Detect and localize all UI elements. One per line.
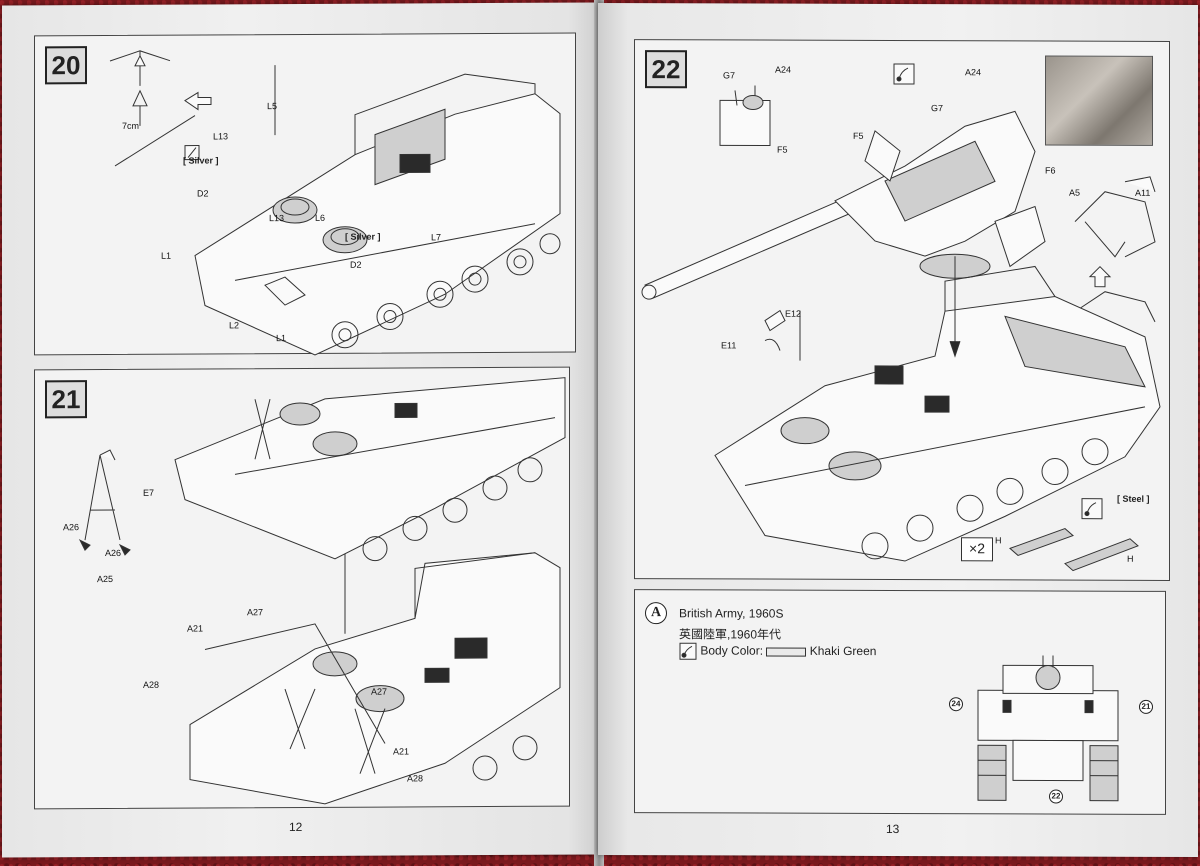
page-number-left: 12: [289, 819, 303, 835]
paint-steel: [ Steel ]: [1117, 493, 1150, 504]
label-l1-a: L1: [161, 250, 172, 261]
arrow-icon: [184, 91, 212, 111]
label-a24-b: A24: [965, 67, 982, 78]
left-page: 20 7cm: [2, 2, 598, 858]
hull-drawing-step21-top: [174, 377, 566, 562]
paint-brush-icon: [1081, 498, 1103, 520]
multiplier-text: ×2: [969, 540, 985, 557]
body-color-row: Body Color: Khaki Green: [679, 642, 876, 661]
label-a21-a: A21: [187, 623, 204, 634]
gun-assembly-drawing: [641, 110, 1046, 300]
decal-marker-22: 22: [1049, 789, 1063, 804]
multiplier-badge: ×2: [961, 537, 993, 562]
label-l1-b: L1: [276, 333, 287, 344]
paint-scheme-a-panel: A British Army, 1960S 英國陸軍,1960年代 Body C…: [634, 589, 1166, 815]
seven-cm-label: 7cm: [122, 120, 140, 131]
step-number: 22: [645, 50, 687, 89]
label-a27-b: A27: [371, 686, 388, 697]
label-l13-b: L13: [269, 213, 285, 224]
label-a26-b: A26: [105, 547, 122, 559]
hull-drawing-step20: [194, 65, 561, 356]
scheme-title-zh: 英國陸軍,1960年代: [679, 627, 782, 642]
decal-marker-24: 24: [949, 697, 963, 712]
paint-brush-icon: [893, 63, 915, 85]
label-a26-a: A26: [63, 522, 80, 533]
label-e7: E7: [143, 487, 155, 498]
hull-drawing-step22: [714, 256, 1161, 562]
label-a11: A11: [1135, 187, 1151, 198]
label-l13: L13: [213, 131, 229, 142]
decal-marker-21: 21: [1139, 699, 1153, 714]
label-a28-a: A28: [143, 679, 160, 690]
tripod-part-diagram: [78, 449, 131, 556]
hull-drawing-step21-bottom: [189, 552, 561, 805]
paint-silver-2: [ Silver ]: [345, 231, 381, 242]
cement-tool-diagram: [109, 50, 200, 167]
step-20-panel: 20 7cm: [34, 32, 576, 356]
step-22-panel: 22 G7 A24 F5 A24 G7 F5 F6: [634, 39, 1170, 581]
scheme-badge: A: [645, 602, 667, 625]
step-21-panel: 21 E7 A26 A26 A25: [34, 366, 570, 810]
label-l6: L6: [315, 212, 326, 223]
step-number: 21: [45, 380, 87, 419]
label-a28-b: A28: [407, 773, 424, 784]
page-number-right: 13: [886, 821, 900, 837]
track-link-parts: [1009, 528, 1139, 572]
khaki-green-swatch: [766, 647, 807, 657]
paint-brush-icon: [679, 642, 697, 660]
body-color-label: Body Color:: [700, 643, 764, 658]
label-f6: F6: [1045, 165, 1056, 176]
label-a25: A25: [97, 573, 114, 585]
label-d2-b: D2: [350, 259, 362, 270]
reference-photo: [1045, 55, 1153, 146]
label-d2-a: D2: [197, 188, 209, 199]
body-color-value: Khaki Green: [809, 643, 877, 659]
vehicle-rear-view: [977, 655, 1119, 802]
antenna-part-diagram: [764, 309, 801, 361]
paint-silver-1: [ Silver ]: [183, 155, 219, 166]
label-l7: L7: [431, 232, 442, 243]
label-a21-b: A21: [393, 746, 410, 757]
label-g7-a: G7: [723, 70, 736, 81]
label-h-2: H: [1127, 553, 1134, 564]
frame-part-diagram: [1074, 176, 1156, 333]
right-page: 22 G7 A24 F5 A24 G7 F5 F6: [598, 2, 1198, 858]
sub-assembly-g7-f5: [719, 85, 771, 147]
label-l5: L5: [267, 101, 278, 112]
label-a24-a: A24: [775, 64, 792, 75]
label-a27-a: A27: [247, 607, 264, 618]
label-l2: L2: [229, 320, 240, 331]
label-h-1: H: [995, 535, 1002, 546]
step-number: 20: [45, 46, 87, 85]
label-a5: A5: [1069, 187, 1081, 198]
scheme-title-en: British Army, 1960S: [679, 606, 784, 621]
